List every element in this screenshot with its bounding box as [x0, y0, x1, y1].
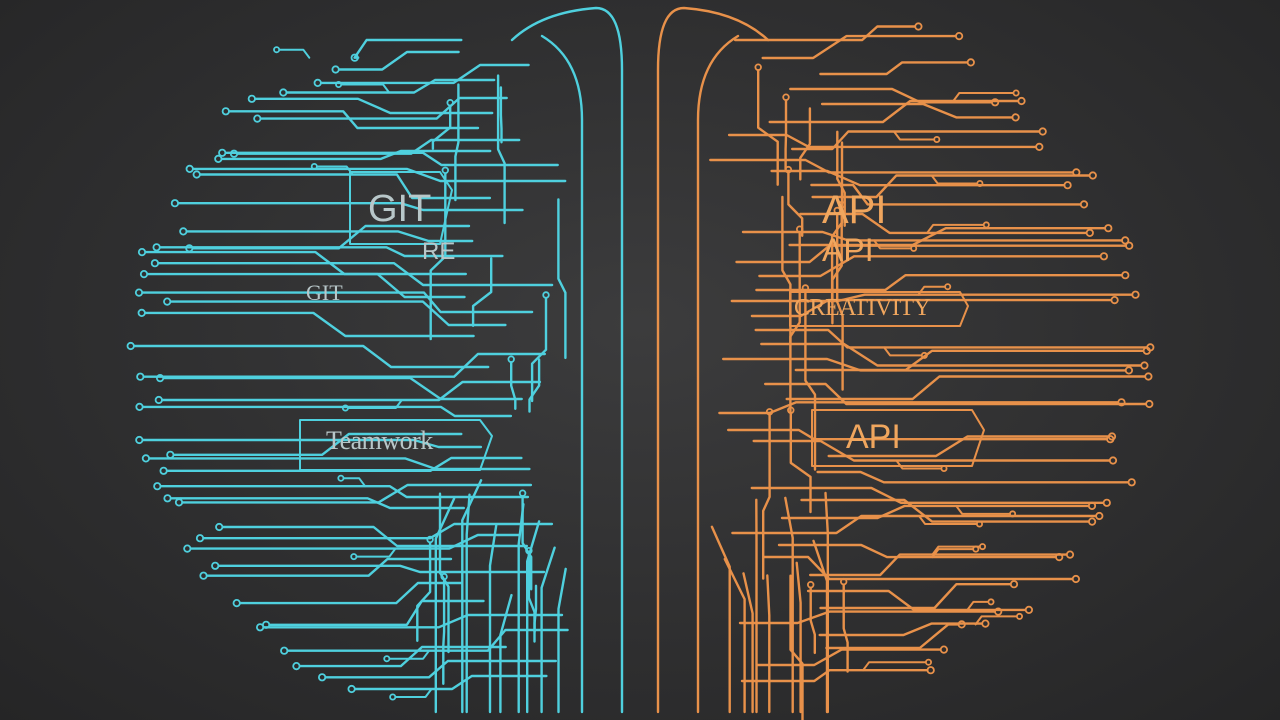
- git-label: GIT: [368, 188, 432, 230]
- git-small-label: GIT: [306, 280, 343, 305]
- api-label-top: API: [822, 188, 887, 232]
- teamwork-label: Teamwork: [326, 426, 433, 455]
- re-label: RE: [422, 238, 456, 265]
- api-label-second: API: [822, 232, 874, 268]
- creativity-label: CREATIVITY: [794, 295, 931, 321]
- circuit-brain-right-icon: [656, 6, 1155, 720]
- api-label-bottom: API: [846, 418, 901, 456]
- circuit-brain-left-icon: [126, 6, 624, 714]
